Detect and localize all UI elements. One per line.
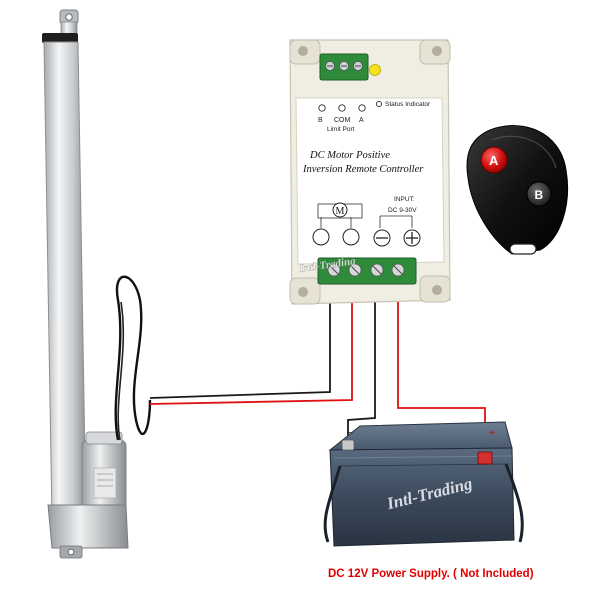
actuator-black-collar	[42, 33, 78, 43]
battery-minus-sign: −	[347, 428, 353, 439]
terminal-circle-motor-2	[342, 228, 360, 246]
battery-negative-terminal	[341, 439, 355, 451]
battery-front	[329, 447, 515, 547]
port-label-a: A	[359, 117, 364, 124]
mount-hole-br	[432, 285, 442, 295]
battery-plus-sign: +	[489, 428, 495, 439]
controller-title-line2: Inversion Remote Controller	[302, 164, 424, 175]
actuator-motor-cap	[85, 431, 123, 445]
remote-button-a[interactable]	[480, 146, 508, 174]
battery-positive-terminal	[477, 451, 493, 465]
status-led-icon	[369, 64, 381, 76]
battery-handle-right	[504, 463, 524, 543]
power-supply-caption: DC 12V Power Supply. ( Not Included)	[328, 568, 534, 580]
port-label-com: COM	[334, 117, 351, 124]
limit-port-a-icon	[358, 104, 366, 112]
mount-hole-bl	[298, 287, 308, 297]
controller-label-panel	[295, 97, 445, 265]
bottom-terminal-block	[317, 257, 417, 285]
battery: − + Intl-Trading	[323, 421, 524, 547]
input-label: INPUT:	[394, 196, 415, 203]
linear-actuator	[42, 9, 152, 559]
remote-body	[466, 125, 569, 255]
port-label-b: B	[318, 117, 323, 124]
mount-hole-tl	[298, 46, 308, 56]
minus-circle-icon	[373, 229, 391, 247]
limit-port-com-icon	[338, 104, 346, 112]
limit-port-caption: Limit Port	[327, 126, 355, 133]
actuator-cable	[114, 275, 152, 441]
remote-keyring-slot	[509, 243, 537, 255]
status-indicator-label: Status Indicator	[385, 101, 431, 108]
remote-button-a-label: A	[489, 153, 499, 168]
remote-control: A B	[466, 125, 569, 255]
actuator-tube	[43, 41, 87, 521]
battery-top	[328, 421, 513, 451]
actuator-rod-hole	[65, 13, 73, 21]
battery-handle-left	[323, 465, 342, 543]
remote-button-b-label: B	[535, 188, 544, 202]
motor-controller: B COM A Limit Port Status Indicator DC M…	[289, 39, 451, 305]
motor-symbol-icon	[332, 202, 348, 218]
mount-hole-tr	[432, 46, 442, 56]
input-voltage: DC 9-30V	[388, 207, 417, 214]
status-dot-icon	[375, 100, 383, 108]
controller-title-line1: DC Motor Positive	[309, 150, 390, 161]
actuator-gearbox	[47, 504, 129, 549]
actuator-motor-label	[93, 467, 117, 499]
limit-port-b-icon	[318, 104, 326, 112]
motor-symbol-letter: M	[336, 206, 345, 217]
terminal-circle-motor-1	[312, 228, 330, 246]
plus-circle-icon	[403, 229, 421, 247]
remote-button-b[interactable]	[526, 181, 552, 207]
